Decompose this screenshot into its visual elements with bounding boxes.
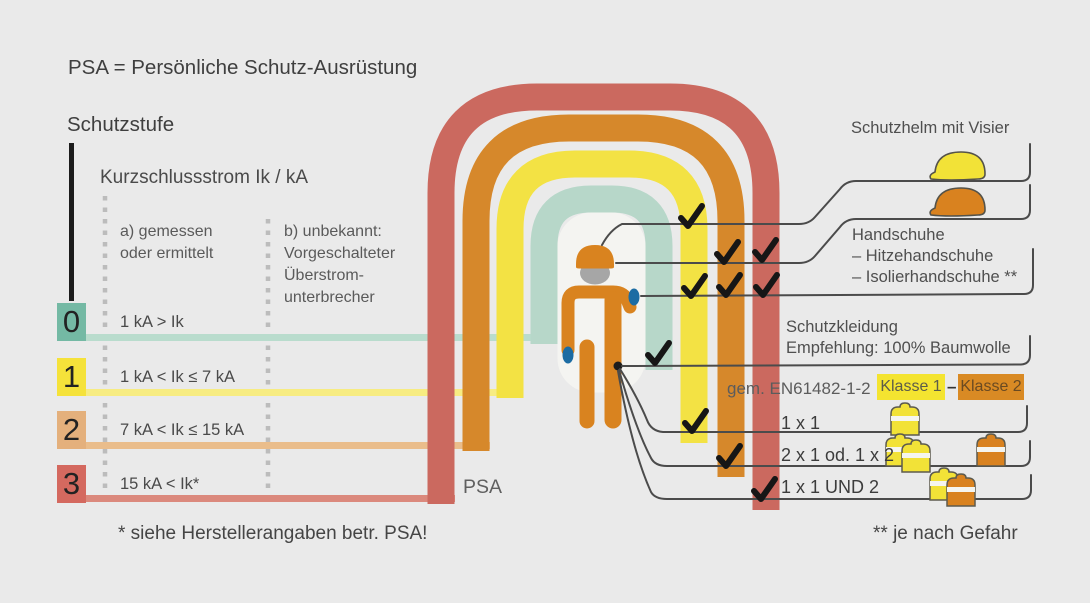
psa-label: PSA [463, 476, 503, 498]
col-b-line1: b) unbekannt: [284, 223, 382, 240]
clothing-row-1x1: 1 x 1 [781, 413, 821, 433]
jacket-orange-icon [976, 433, 1006, 467]
arch-orange [462, 114, 745, 477]
gloves-label-3: – Isolierhandschuhe ** [852, 268, 1018, 286]
check-icon-1x1-yellow [682, 408, 709, 434]
level-box-1: 1 [57, 358, 86, 396]
check-icon-clothing-teal [645, 340, 672, 366]
check-icon-gloves-yellow [681, 273, 708, 299]
arch-yellow [496, 150, 708, 443]
connector-row-1x1und2 [617, 370, 1032, 500]
glove-right-icon [628, 288, 640, 306]
helmet-icons [929, 151, 986, 217]
level-range-1: 1 kA < Ik ≤ 7 kA [120, 368, 235, 386]
check-icon-gloves-orange [716, 272, 743, 298]
level-box-0: 0 [57, 303, 86, 341]
clothing-row-2x1: 2 x 1 od. 1 x 2 [781, 445, 895, 465]
check-icon-helmet1-yellow [678, 203, 705, 229]
clothing-label-2: Empfehlung: 100% Baumwolle [786, 339, 1011, 357]
jacket-icons [885, 402, 1006, 507]
connector-clothing [621, 335, 1031, 367]
col-b-line4: unterbrecher [284, 289, 375, 306]
connector-helmet-orange [615, 184, 1031, 264]
footnote-left: * siehe Herstellerangaben betr. PSA! [118, 523, 428, 544]
arch-teal [530, 185, 673, 370]
level-range-3: 15 kA < Ik* [120, 475, 200, 493]
col-a-line1: a) gemessen [120, 223, 213, 240]
level-line-1 [86, 389, 523, 396]
clothing-label-1: Schutzkleidung [786, 318, 898, 336]
class-dash: – [947, 377, 957, 396]
connector-helmet-yellow [601, 143, 1031, 246]
level-line-3 [86, 495, 455, 502]
class2-badge: Klasse 2 [958, 374, 1024, 400]
gloves-label-2: – Hitzehandschuhe [852, 247, 994, 265]
col-b-line3: Überstrom- [284, 267, 365, 284]
helmet-orange-icon [929, 187, 986, 217]
connector-row-1x1 [619, 368, 1028, 433]
glove-left-icon [562, 346, 574, 364]
level-box-2: 2 [57, 411, 86, 449]
worker-helmet [576, 245, 614, 269]
connector-row-2x1 [618, 369, 1031, 467]
check-icon-gloves-red [753, 272, 780, 298]
check-icon-2x1-orange [716, 443, 743, 469]
col-a-line2: oder ermittelt [120, 245, 214, 262]
standard-label: gem. EN61482-1-2 [727, 379, 871, 398]
level-box-3: 3 [57, 465, 86, 503]
gloves-label-1: Handschuhe [852, 226, 945, 244]
jacket-yellow-icon [901, 439, 931, 473]
footnote-right: ** je nach Gefahr [873, 523, 1018, 544]
schutzstufe-heading: Schutzstufe [67, 113, 175, 136]
kurzschlussstrom-heading: Kurzschlussstrom Ik / kA [100, 167, 308, 188]
checkmarks [645, 203, 780, 502]
jacket-yellow-icon [890, 402, 920, 436]
arch-red [427, 83, 780, 510]
level-line-2 [86, 442, 490, 449]
level-line-0 [86, 334, 557, 341]
clothing-row-1x1und2: 1 x 1 UND 2 [781, 477, 880, 497]
check-icon-helmet2-red [752, 237, 779, 263]
helmet-label: Schutzhelm mit Visier [851, 119, 1010, 137]
class1-badge: Klasse 1 [877, 374, 945, 400]
col-b-line2: Vorgeschalteter [284, 245, 396, 262]
worker-figure [561, 245, 640, 429]
schutzstufe-axis-line [69, 143, 74, 301]
helmet-yellow-icon [929, 151, 986, 181]
check-icon-1x1und2-red [751, 476, 778, 502]
jacket-orange-icon [946, 473, 976, 507]
level-range-0: 1 kA > Ik [120, 313, 184, 331]
worker-arms [561, 285, 637, 357]
check-icon-helmet2-orange [714, 239, 741, 265]
connector-lines [601, 143, 1034, 500]
connector-gloves [640, 248, 1034, 297]
level-range-2: 7 kA < Ik ≤ 15 kA [120, 421, 245, 439]
page-title: PSA = Persönliche Schutz-Ausrüstung [68, 56, 418, 79]
